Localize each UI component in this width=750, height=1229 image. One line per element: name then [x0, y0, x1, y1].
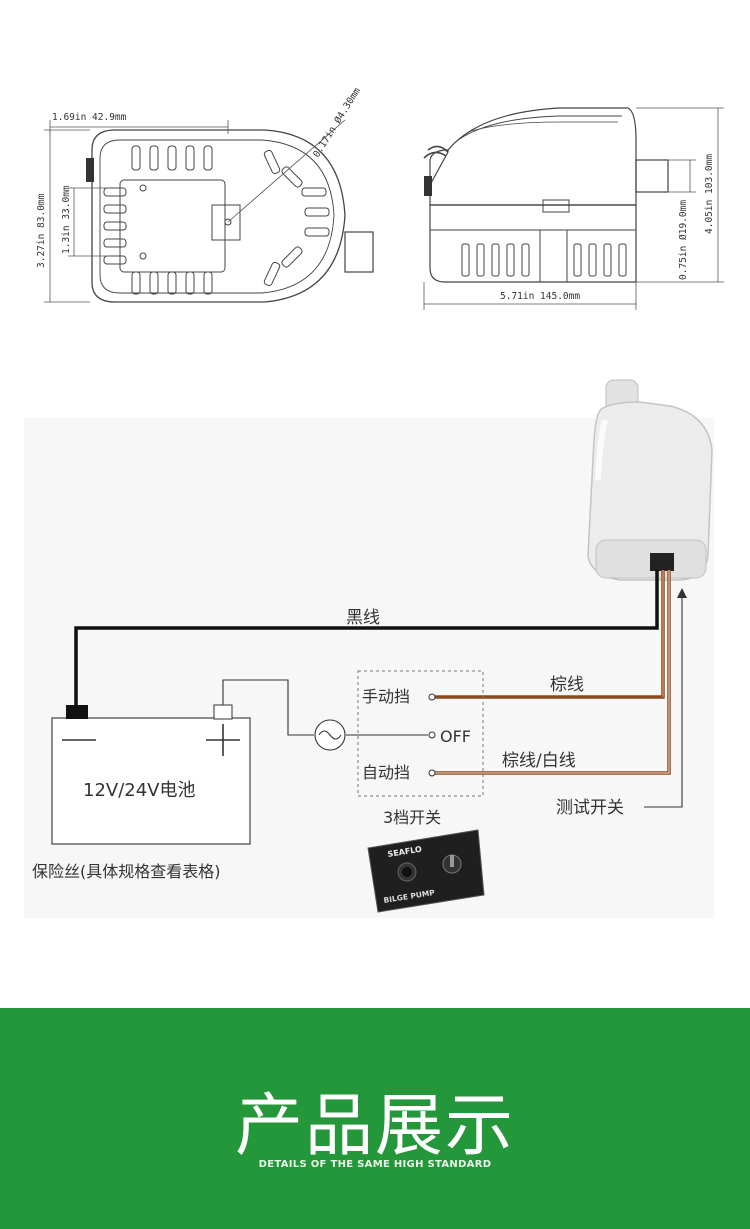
auto-position-label: 自动挡 — [362, 763, 410, 782]
side-view-drawing — [423, 107, 669, 283]
switch-box — [357, 670, 484, 797]
total-height-label: 4.05in 103.0mm — [704, 154, 715, 234]
positive-lead — [222, 679, 314, 736]
fuse-symbol — [314, 719, 346, 751]
off-terminal — [428, 731, 436, 739]
test-switch-arrow — [677, 588, 687, 598]
outlet-diameter-label: 0.75in Ø19.0mm — [678, 200, 689, 280]
black-wire-label: 黑线 — [346, 608, 380, 628]
test-switch-label: 测试开关 — [556, 798, 624, 818]
off-position-label: OFF — [440, 727, 471, 746]
top-width-label: 1.69in 42.9mm — [52, 112, 127, 123]
banner-subtitle: DETAILS OF THE SAME HIGH STANDARD — [258, 1159, 492, 1170]
top-view-drawing — [86, 129, 374, 303]
diagram-canvas: 1.69in 42.9mm 0.17in Ø4.30mm 3.27in 83.0… — [32, 85, 724, 913]
section-banner: 产品展示 DETAILS OF THE SAME HIGH STANDARD — [0, 1008, 750, 1229]
pump-image — [587, 379, 713, 581]
manual-position-label: 手动挡 — [362, 687, 410, 706]
battery-symbol — [51, 704, 251, 845]
manual-terminal — [428, 693, 436, 701]
brown-wire-label: 棕线 — [550, 675, 584, 695]
inner-height-label: 1.3in 33.0mm — [61, 185, 72, 254]
fuse-note: 保险丝(具体规格查看表格) — [32, 862, 221, 881]
hole-diameter-label: 0.17in Ø4.30mm — [311, 86, 363, 160]
wires — [74, 570, 687, 808]
switch-panel-image — [367, 829, 485, 913]
test-switch-line — [644, 590, 683, 808]
top-view-dimensions — [44, 119, 346, 303]
brown-white-wire-label: 棕线/白线 — [502, 751, 576, 771]
left-height-label: 3.27in 83.0mm — [36, 193, 47, 268]
black-wire — [74, 570, 659, 708]
side-length-label: 5.71in 145.0mm — [500, 291, 580, 302]
battery-label: 12V/24V电池 — [83, 780, 196, 801]
banner-title: 产品展示 — [234, 1087, 515, 1166]
switch-title: 3档开关 — [383, 808, 441, 827]
auto-terminal — [428, 769, 436, 777]
side-view-dimensions — [423, 107, 724, 310]
